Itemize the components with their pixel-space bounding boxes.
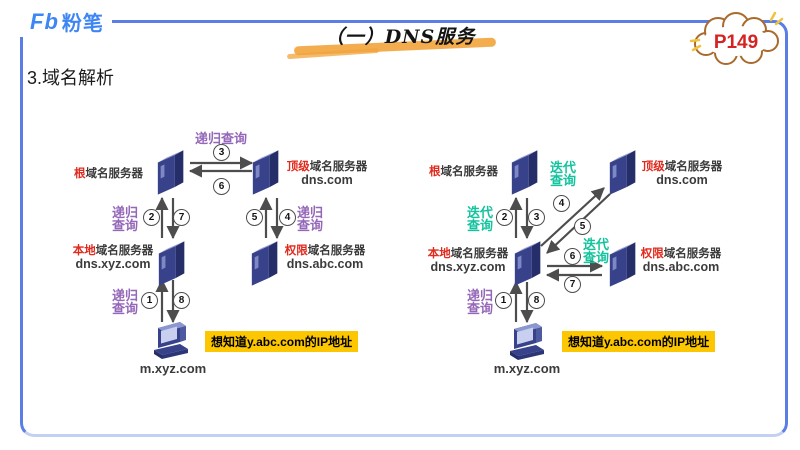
section-heading: 3.域名解析	[27, 68, 115, 88]
fenbi-logo-icon: Fb	[30, 8, 59, 34]
client-host-label: m.xyz.com	[139, 361, 207, 376]
logo-background-patch	[0, 0, 112, 37]
root-server-icon	[509, 147, 543, 195]
recursive-query-label-bottom: 递归 查询	[111, 288, 138, 316]
diagram-recursive-query: 递归查询 根域名服务器 顶级域名服务器 dns.com 本地域名服务器 dns.…	[20, 105, 400, 395]
step-8-badge: 8	[528, 292, 545, 309]
step-1-badge: 1	[495, 292, 512, 309]
auth-server-icon	[249, 238, 283, 286]
page-number-text: P149	[714, 32, 758, 53]
step-3-badge: 3	[528, 209, 545, 226]
step-6-badge: 6	[213, 178, 230, 195]
local-server-icon	[156, 238, 190, 286]
sparkle-icon	[689, 11, 784, 52]
tld-server-icon	[607, 147, 641, 195]
root-server-icon	[155, 147, 189, 195]
local-server-icon	[512, 238, 546, 286]
iterative-query-label-top: 迭代 查询	[549, 160, 576, 188]
step-2-badge: 2	[496, 209, 513, 226]
step-5-badge: 5	[246, 209, 263, 226]
tld-server-label: 顶级域名服务器 dns.com	[286, 161, 368, 187]
slide-border-frame	[20, 20, 788, 437]
recursive-query-label-top: 递归查询	[194, 131, 247, 146]
recursive-query-label-bottom: 递归 查询	[466, 288, 493, 316]
root-server-label: 根域名服务器	[429, 166, 498, 178]
recursive-query-label-left: 递归 查询	[111, 205, 138, 233]
step-7-badge: 7	[173, 209, 190, 226]
iterative-query-label-left: 迭代 查询	[466, 205, 493, 233]
step-6-badge: 6	[564, 248, 581, 265]
step-4-badge: 4	[279, 209, 296, 226]
fenbi-logo: Fb 粉笔	[30, 7, 104, 36]
step-8-badge: 8	[173, 292, 190, 309]
auth-server-label: 权限域名服务器 dns.abc.com	[284, 245, 366, 271]
tld-server-icon	[250, 147, 284, 195]
fenbi-logo-text: 粉笔	[61, 13, 104, 35]
page-title: （一）DNS服务	[324, 26, 476, 48]
auth-server-label: 权限域名服务器 dns.abc.com	[640, 248, 722, 274]
step-3-badge: 3	[213, 144, 230, 161]
client-computer-icon	[150, 320, 196, 362]
client-host-label: m.xyz.com	[493, 361, 561, 376]
step-1-badge: 1	[141, 292, 158, 309]
root-server-label: 根域名服务器	[74, 168, 143, 180]
iterative-query-label-mid: 迭代 查询	[582, 237, 609, 265]
client-computer-icon	[506, 321, 552, 363]
question-banner: 想知道y.abc.com的IP地址	[562, 331, 716, 352]
recursive-query-label-right: 递归 查询	[296, 205, 323, 233]
tld-server-label: 顶级域名服务器 dns.com	[641, 161, 723, 187]
page-number-badge: P149	[689, 11, 784, 65]
diagram-iterative-query: 根域名服务器 迭代 查询 顶级域名服务器 dns.com 迭代 查询 迭代 查询…	[410, 105, 790, 395]
step-2-badge: 2	[143, 209, 160, 226]
step-5-badge: 5	[574, 218, 591, 235]
step-4-badge: 4	[553, 195, 570, 212]
question-banner: 想知道y.abc.com的IP地址	[205, 331, 359, 352]
auth-server-icon	[607, 239, 641, 287]
local-server-label: 本地域名服务器 dns.xyz.com	[72, 245, 154, 271]
arrow-lines	[155, 156, 284, 324]
step-7-badge: 7	[564, 276, 581, 293]
local-server-label: 本地域名服务器 dns.xyz.com	[427, 248, 509, 274]
